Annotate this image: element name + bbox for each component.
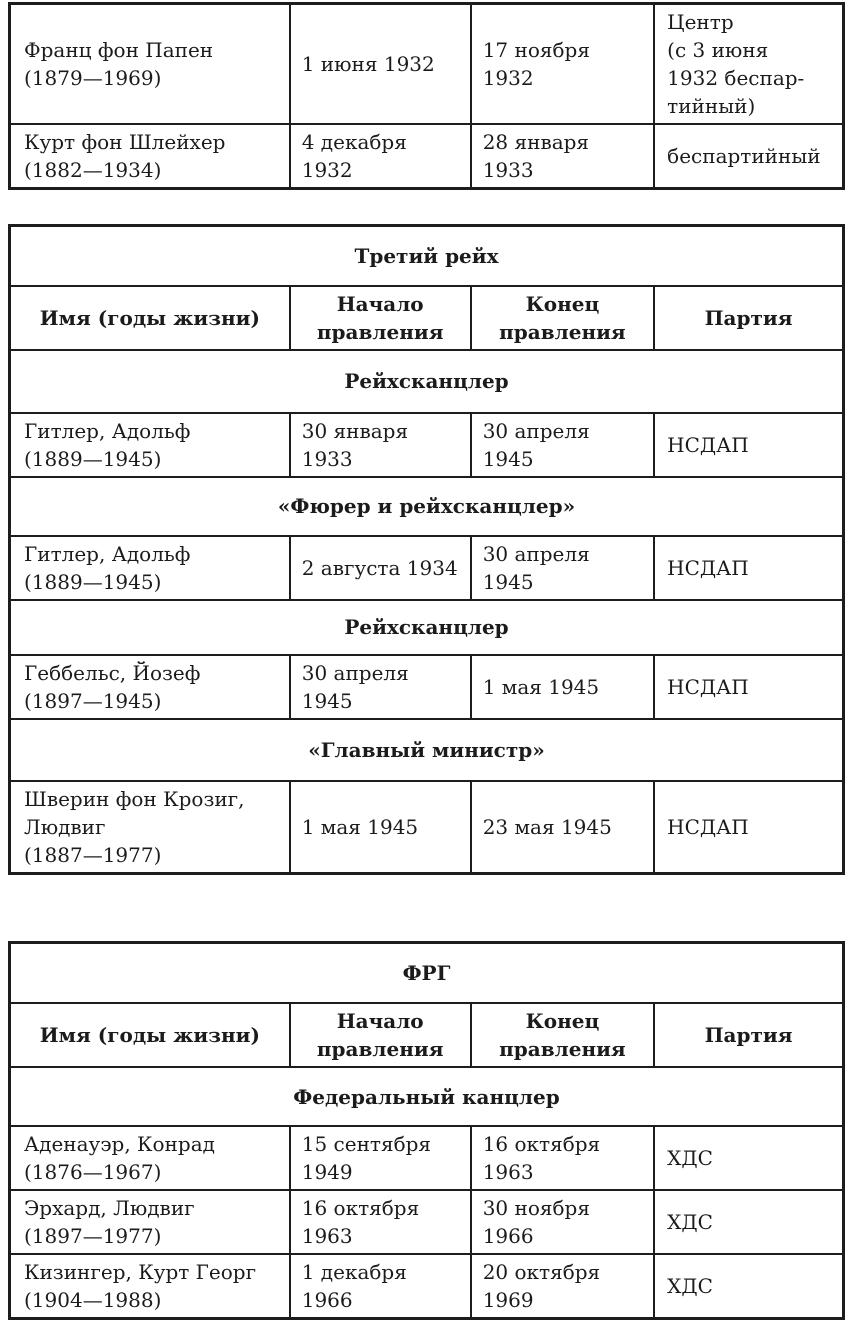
cell-end-date: 23 мая 1945 (471, 781, 654, 874)
cell-name: Эрхард, Людвиг (1897—1977) (10, 1190, 290, 1254)
cell-party: ХДС (654, 1126, 843, 1190)
table-row: Курт фон Шлейхер (1882—1934) 4 декабря 1… (10, 124, 844, 189)
cell-name: Геббельс, Йозеф (1897—1945) (10, 655, 290, 719)
cell-end-date: 16 октября 1963 (471, 1126, 654, 1190)
table-row: Геббельс, Йозеф (1897—1945) 30 апреля 19… (10, 655, 844, 719)
table-title: Третий рейх (10, 226, 844, 286)
cell-name: Кизингер, Курт Георг (1904—1988) (10, 1254, 290, 1319)
cell-start-date: 30 апреля 1945 (290, 655, 471, 719)
cell-start-date: 1 июня 1932 (290, 4, 471, 125)
table-row: Шверин фон Крозиг, Людвиг (1887—1977) 1 … (10, 781, 844, 874)
cell-end-date: 30 ноября 1966 (471, 1190, 654, 1254)
section-row: «Главный министр» (10, 719, 844, 781)
cell-end-date: 1 мая 1945 (471, 655, 654, 719)
cell-end-date: 28 января 1933 (471, 124, 654, 189)
table-row: Эрхард, Людвиг (1897—1977) 16 октября 19… (10, 1190, 844, 1254)
cell-start-date: 4 декабря 1932 (290, 124, 471, 189)
table-weimar-chancellors-continuation: Франц фон Папен (1879—1969) 1 июня 1932 … (8, 2, 845, 190)
cell-party: НСДАП (654, 536, 843, 600)
cell-party: НСДАП (654, 781, 843, 874)
column-header-party: Партия (654, 286, 843, 350)
cell-end-date: 30 апреля 1945 (471, 536, 654, 600)
cell-start-date: 16 октября 1963 (290, 1190, 471, 1254)
cell-start-date: 15 сентября 1949 (290, 1126, 471, 1190)
table-third-reich: Третий рейх Имя (годы жизни) Начало прав… (8, 224, 845, 875)
cell-name: Гитлер, Адольф (1889—1945) (10, 413, 290, 477)
column-header-end-date: Конец правления (471, 286, 654, 350)
table-row: Гитлер, Адольф (1889—1945) 2 августа 193… (10, 536, 844, 600)
table-header-row: Имя (годы жизни) Начало правления Конец … (10, 286, 844, 350)
table-title-row: ФРГ (10, 942, 844, 1003)
section-header: Федеральный канцлер (10, 1067, 844, 1126)
table-header-row: Имя (годы жизни) Начало правления Конец … (10, 1003, 844, 1067)
cell-name: Франц фон Папен (1879—1969) (10, 4, 290, 125)
column-header-party: Партия (654, 1003, 843, 1067)
table-row: Франц фон Папен (1879—1969) 1 июня 1932 … (10, 4, 844, 125)
section-header: Рейхсканцлер (10, 600, 844, 655)
cell-end-date: 20 октября 1969 (471, 1254, 654, 1319)
cell-name: Аденауэр, Конрад (1876—1967) (10, 1126, 290, 1190)
cell-start-date: 1 мая 1945 (290, 781, 471, 874)
cell-name: Шверин фон Крозиг, Людвиг (1887—1977) (10, 781, 290, 874)
table-row: Гитлер, Адольф (1889—1945) 30 января 193… (10, 413, 844, 477)
section-row: Рейхсканцлер (10, 600, 844, 655)
column-header-name: Имя (годы жизни) (10, 1003, 290, 1067)
cell-party: НСДАП (654, 413, 843, 477)
cell-name: Гитлер, Адольф (1889—1945) (10, 536, 290, 600)
cell-party: ХДС (654, 1190, 843, 1254)
cell-end-date: 17 ноября 1932 (471, 4, 654, 125)
cell-start-date: 30 января 1933 (290, 413, 471, 477)
table-title-row: Третий рейх (10, 226, 844, 286)
table-frg: ФРГ Имя (годы жизни) Начало правления Ко… (8, 941, 845, 1320)
cell-party: НСДАП (654, 655, 843, 719)
cell-start-date: 2 августа 1934 (290, 536, 471, 600)
section-row: Федеральный канцлер (10, 1067, 844, 1126)
section-row: Рейхсканцлер (10, 350, 844, 413)
column-header-start-date: Начало правления (290, 286, 471, 350)
section-header: Рейхсканцлер (10, 350, 844, 413)
cell-party: ХДС (654, 1254, 843, 1319)
cell-name: Курт фон Шлейхер (1882—1934) (10, 124, 290, 189)
cell-end-date: 30 апреля 1945 (471, 413, 654, 477)
table-row: Кизингер, Курт Георг (1904—1988) 1 декаб… (10, 1254, 844, 1319)
table-title: ФРГ (10, 942, 844, 1003)
section-header: «Главный министр» (10, 719, 844, 781)
column-header-name: Имя (годы жизни) (10, 286, 290, 350)
cell-start-date: 1 декабря 1966 (290, 1254, 471, 1319)
section-row: «Фюрер и рейхсканцлер» (10, 477, 844, 536)
table-row: Аденауэр, Конрад (1876—1967) 15 сентября… (10, 1126, 844, 1190)
section-header: «Фюрер и рейхсканцлер» (10, 477, 844, 536)
cell-party: беспартийный (654, 124, 843, 189)
column-header-start-date: Начало правления (290, 1003, 471, 1067)
cell-party: Центр (с 3 июня 1932 беспар- тийный) (654, 4, 843, 125)
column-header-end-date: Конец правления (471, 1003, 654, 1067)
